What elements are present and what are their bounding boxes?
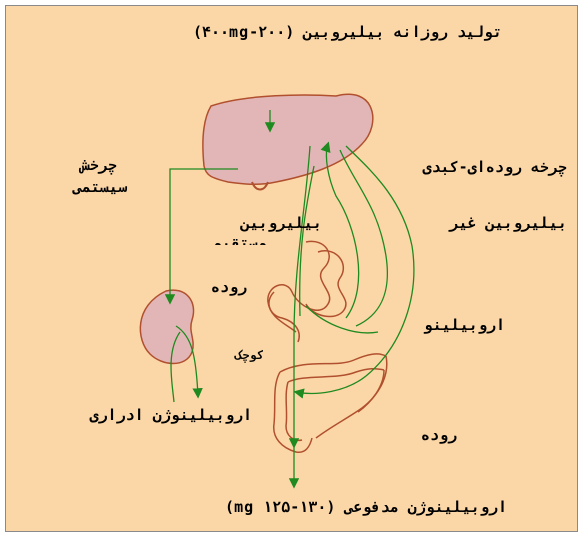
diagram-title: تولید روزانه بیلیروبین (۲۰۰-۴۰۰mg) [193,23,502,41]
label-large-intestine: روده [421,426,457,444]
label-small-intestine-line2: کوچک [235,346,264,364]
diagram-canvas: تولید روزانه بیلیروبین (۲۰۰-۴۰۰mg) چرخش … [5,5,578,532]
label-urobilinogen: اروبیلینو [424,316,505,334]
diagram-footer: اروبیلینوژن مدفوعی (۱۳۰-۱۲۵ mg) [225,498,507,516]
label-conjugated-bilirubin-line1: بیلیروبین [241,214,322,232]
label-systemic-cycle-line1: چرخش [81,156,117,174]
kidney-shape [140,290,193,363]
small-intestine-shape [268,241,346,342]
large-intestine-shape [274,354,387,452]
label-urinary-urobilinogen: اروبیلینوژن ادراری [89,406,252,424]
label-enterohepatic-cycle: چرخه روده‌ای-کبدی [423,158,568,176]
liver-shape [203,94,373,184]
bilirubin-metabolism-diagram [6,6,578,532]
label-unconjugated-bilirubin: بیلیروبین غیر [450,214,567,232]
label-small-intestine-line1: روده [211,278,247,296]
label-systemic-cycle-line2: سیستمی [73,178,127,196]
